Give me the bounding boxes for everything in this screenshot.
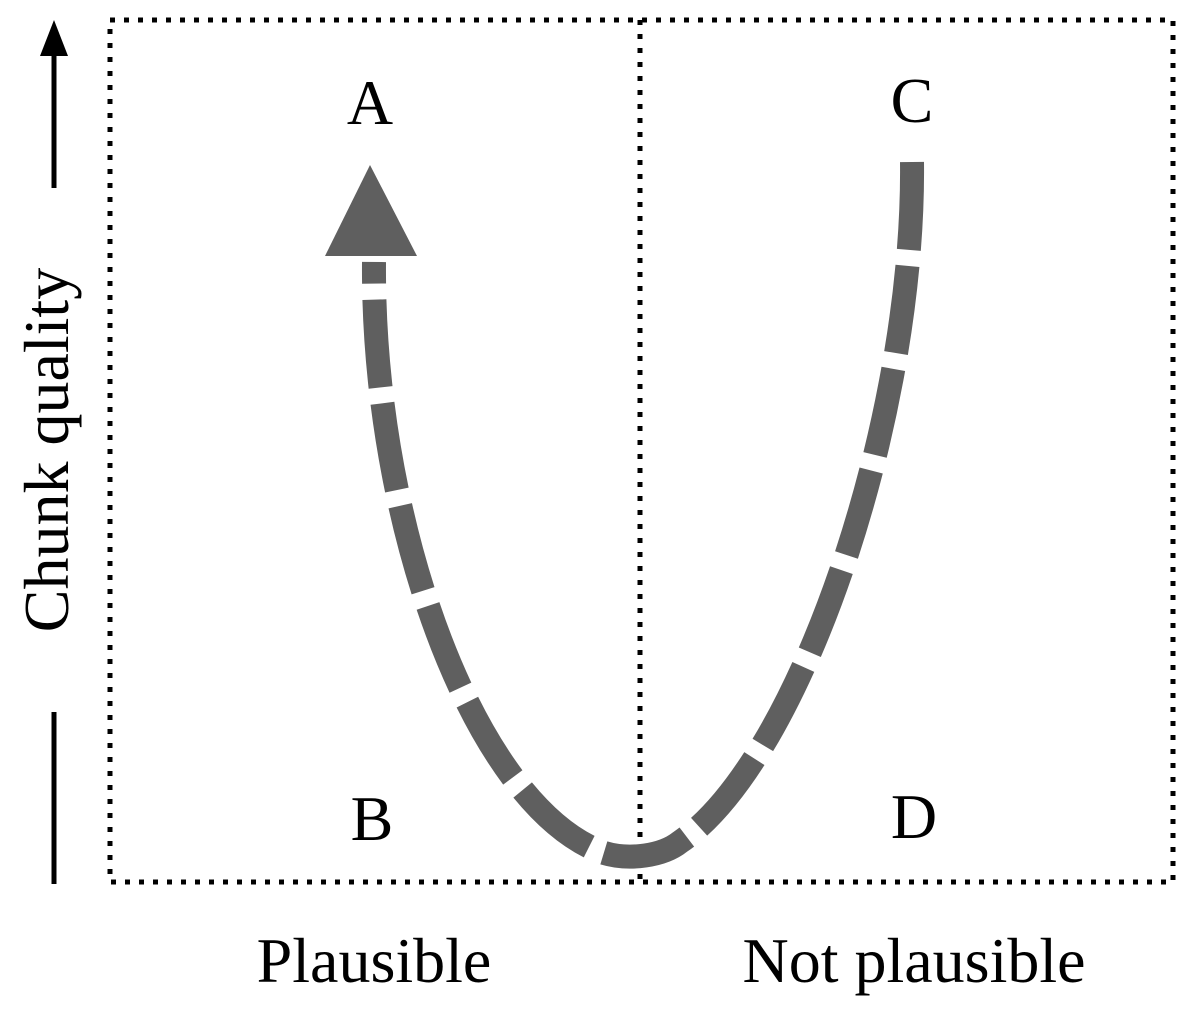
diagram-frame bbox=[107, 17, 1176, 885]
y-axis-label: Chunk quality bbox=[11, 268, 82, 632]
trajectory-arrow-head-icon bbox=[325, 165, 417, 256]
trajectory-path bbox=[361, 161, 925, 869]
y-axis-arrow-head-icon bbox=[40, 20, 68, 56]
quadrant-label-a: A bbox=[347, 67, 393, 138]
quadrant-label-c: C bbox=[891, 65, 934, 136]
x-axis-label-plausible: Plausible bbox=[257, 925, 492, 996]
quadrant-label-b: B bbox=[351, 783, 394, 854]
quadrant-label-d: D bbox=[891, 781, 937, 852]
x-axis-label-not-plausible: Not plausible bbox=[742, 925, 1085, 996]
